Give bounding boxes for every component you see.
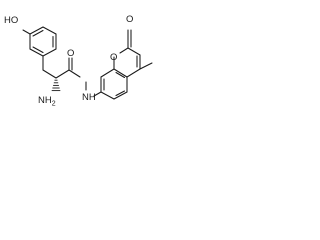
phenol-ring [29, 26, 57, 57]
amide-nh-label: NH [82, 92, 96, 103]
hydroxyl-group: HO [4, 15, 31, 35]
coumarin-benzo-ring [100, 68, 128, 100]
amine-subscript: 2 [52, 101, 56, 108]
amide-oxygen-label: O [67, 48, 74, 59]
hydroxyl-label: HO [4, 15, 18, 26]
lactone-oxygen-label: O [126, 14, 133, 25]
chemical-structure: HO NH2 O NH [4, 14, 153, 108]
svg-text:NH2: NH2 [38, 95, 56, 108]
side-chain [42, 55, 57, 79]
methyl-group [139, 62, 153, 70]
pyranone-ring: O [110, 47, 141, 78]
ring-oxygen-label: O [110, 52, 117, 63]
stereo-hash-wedge [51, 79, 61, 92]
amide-carbonyl: O [55, 48, 74, 79]
amide-nitrogen: NH [68, 69, 102, 103]
amine-label: NH [38, 95, 52, 106]
amine-group: NH2 [38, 95, 56, 108]
lactone-carbonyl: O [126, 14, 133, 49]
